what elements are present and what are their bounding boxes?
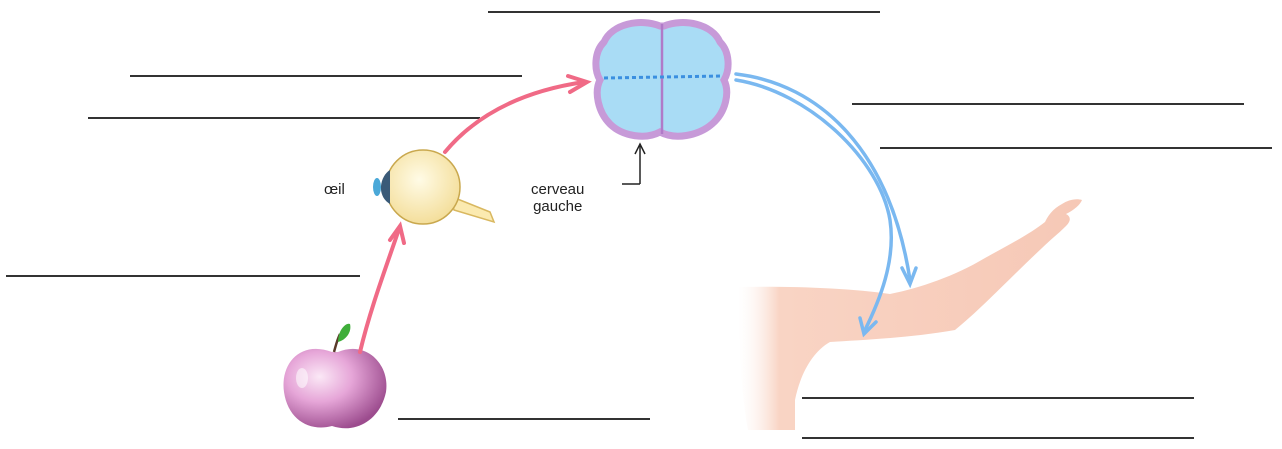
- arm: [738, 199, 1082, 430]
- brain-label-line2: gauche: [531, 198, 584, 215]
- brain-icon: [596, 23, 728, 184]
- eye-icon: [373, 150, 494, 224]
- eye-label: œil: [324, 181, 345, 198]
- apple-icon: [283, 324, 386, 429]
- arrow-apple-to-eye: [360, 232, 398, 352]
- brain-label-line1: cerveau: [531, 181, 584, 198]
- brain-label: cerveau gauche: [531, 181, 584, 215]
